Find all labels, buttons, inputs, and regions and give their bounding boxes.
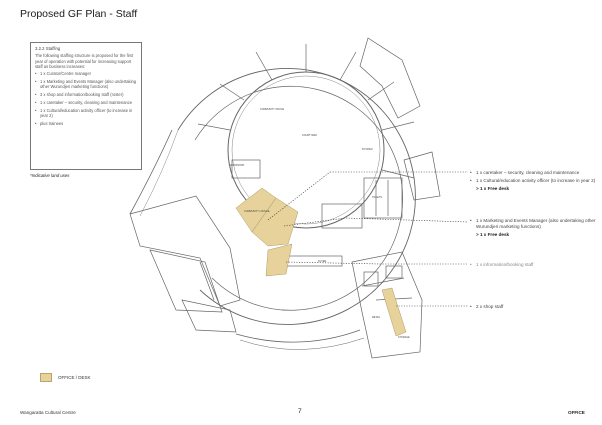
- land-use-note: *Indicative land uses: [30, 173, 70, 178]
- footer-logo-text: OFFICE: [568, 410, 585, 415]
- staffing-item: plus trainees: [35, 121, 137, 127]
- info-heading: 3.2.2 Staffing: [35, 46, 61, 51]
- staffing-list: 1 x Curator/Centre manager 1 x Marketing…: [35, 71, 137, 126]
- office-zone-lounge: [251, 197, 299, 247]
- page-number: 7: [298, 408, 302, 415]
- plan-label-office: COMMUNITY OFFICE: [260, 108, 285, 111]
- ne-wing: [359, 37, 421, 119]
- info-intro: The following staffing structure is prop…: [35, 53, 134, 69]
- office-zone-shop: [381, 287, 407, 337]
- callout-shop-staff: 2 x shop staff: [470, 304, 596, 312]
- left-wing: [129, 195, 241, 307]
- callout-item: 1 x Cultural/education activity officer …: [470, 178, 596, 184]
- callout-free-desk: > 1 x Free desk: [476, 185, 510, 191]
- page-title: Proposed GF Plan - Staff: [20, 8, 138, 20]
- callout-item: 2 x shop staff: [470, 304, 596, 310]
- callout-item: 1 x information/booking staff: [470, 262, 596, 268]
- leader-lines: [267, 171, 469, 307]
- staffing-item: 1 x Curator/Centre manager: [35, 71, 137, 77]
- plan-label-courtyard: COURTYARD: [302, 134, 317, 137]
- legend-swatch: [40, 373, 52, 382]
- office-zone-entry: [265, 243, 293, 277]
- plan-label-workshop: WORKSHOP: [230, 164, 245, 167]
- outer-wall: [177, 68, 416, 325]
- staffing-item: 1 x caretaker – security, cleaning and m…: [35, 100, 137, 106]
- plan-label-toilets: TOILETS: [372, 196, 382, 199]
- legend: OFFICE / DESK: [40, 373, 91, 382]
- legend-label: OFFICE / DESK: [58, 375, 91, 380]
- plan-label-community: COMMUNITY LOUNGE: [244, 210, 270, 213]
- office-zones: [235, 187, 407, 337]
- staffing-info-box: 3.2.2 Staffing The following staffing st…: [30, 42, 142, 170]
- callout-item: 1 x Marketing and Events Manager (also u…: [470, 218, 596, 230]
- plan-label-foyer: FOYER: [318, 260, 327, 263]
- staffing-item: 3 x shop and information/booking staff (…: [35, 92, 137, 98]
- callout-info-staff: 1 x information/booking staff: [470, 262, 596, 270]
- plan-label-shop: RETAIL: [372, 316, 381, 319]
- front-arc: [235, 329, 361, 343]
- callout-marketing: 1 x Marketing and Events Manager (also u…: [470, 218, 596, 237]
- callout-free-desk: > 1 x Free desk: [476, 231, 510, 237]
- callout-caretaker: 1 x caretaker – security, cleaning and m…: [470, 170, 596, 191]
- staffing-item: 1 x Marketing and Events Manager (also u…: [35, 79, 137, 90]
- plan-label-storage: STORAGE: [398, 336, 410, 339]
- staffing-item: 1 x Cultural/education activity officer …: [35, 108, 137, 119]
- plan-label-kitchen: KITCHEN: [362, 148, 373, 151]
- right-wing: [351, 251, 423, 359]
- callout-item: 1 x caretaker – security, cleaning and m…: [470, 170, 596, 176]
- footer-project-name: Wangaratta Cultural Centre: [20, 410, 76, 415]
